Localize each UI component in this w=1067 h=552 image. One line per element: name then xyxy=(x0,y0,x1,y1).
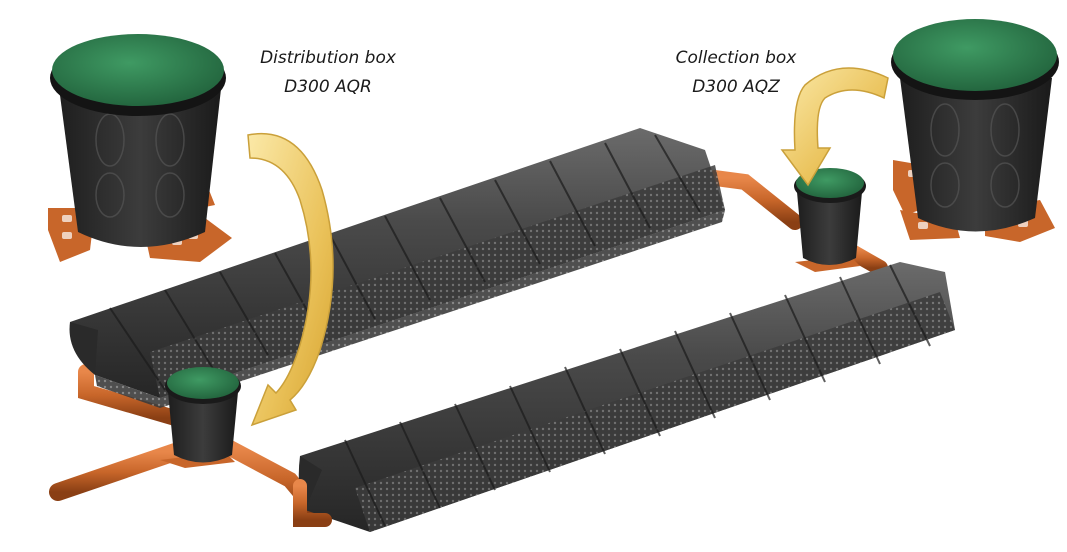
pipe-icon xyxy=(293,479,332,527)
collection-box-model: D300 AQZ xyxy=(692,77,780,97)
collection-box-icon xyxy=(891,19,1059,242)
distribution-box-icon xyxy=(160,367,241,468)
distribution-box-model: D300 AQR xyxy=(284,77,372,97)
distribution-box-icon xyxy=(48,34,232,262)
pipe-icon xyxy=(49,443,184,501)
distribution-box-label: Distribution box D300 AQR xyxy=(228,44,428,102)
curved-arrow-icon xyxy=(247,133,334,427)
collection-box-name: Collection box xyxy=(675,48,797,68)
collection-box-icon xyxy=(794,168,866,272)
distribution-box-name: Distribution box xyxy=(260,48,396,68)
pipe-icon xyxy=(707,170,803,230)
infiltration-tunnel-icon xyxy=(298,262,955,532)
infiltration-tunnel-icon xyxy=(69,128,725,408)
curved-arrow-icon xyxy=(780,67,889,187)
collection-box-label: Collection box D300 AQZ xyxy=(636,44,836,102)
pipe-icon xyxy=(78,364,183,426)
